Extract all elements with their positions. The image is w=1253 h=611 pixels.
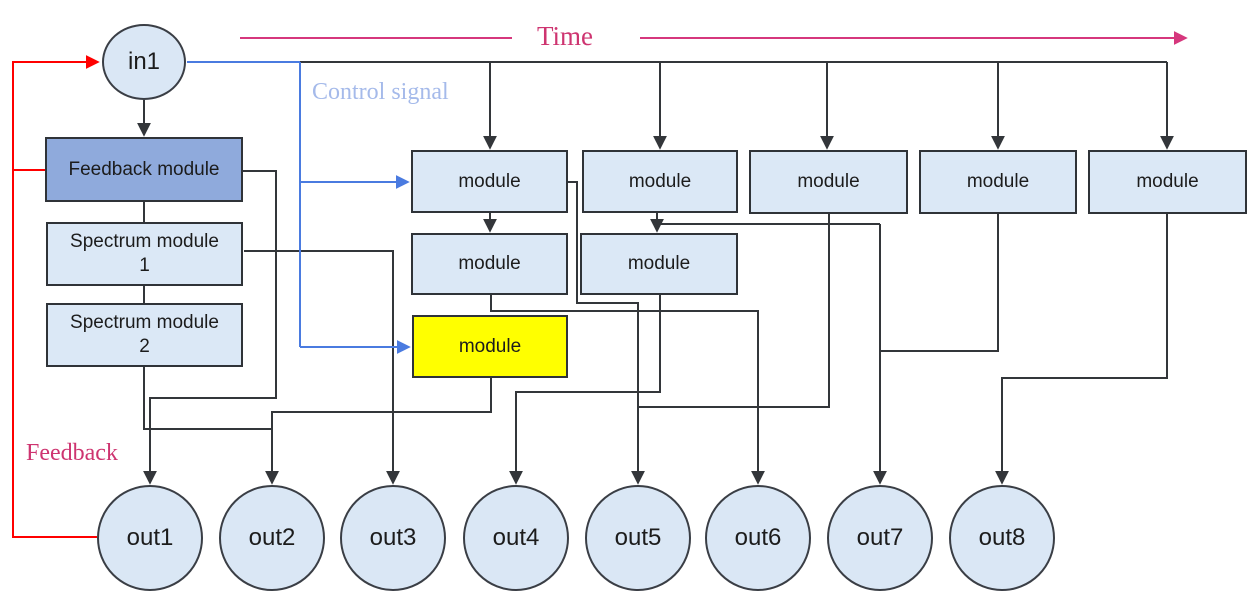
output-label: out8: [978, 524, 1026, 551]
module-label: module: [627, 253, 691, 275]
module-box-col1-row3-highlighted: module: [412, 315, 568, 378]
output-label: out6: [734, 524, 782, 551]
control-signal-label: Control signal: [312, 79, 449, 105]
output-node-out5: out5: [585, 485, 691, 591]
module-label: module: [458, 335, 522, 357]
module-box-col2-row1: module: [582, 150, 738, 213]
output-node-out8: out8: [949, 485, 1055, 591]
module-box-col1-row1: module: [411, 150, 568, 213]
module-label: module: [797, 171, 860, 193]
spectrum-module-1-box: Spectrum module 1: [46, 222, 243, 286]
feedback-module-label: Feedback module: [68, 158, 220, 180]
output-node-out7: out7: [827, 485, 933, 591]
output-label: out7: [856, 524, 904, 551]
module-box-col5: module: [1088, 150, 1247, 214]
output-label: out5: [614, 524, 662, 551]
output-label: out3: [369, 524, 417, 551]
time-axis-label: Time: [536, 21, 594, 51]
spectrum-module-1-number: 1: [139, 255, 150, 276]
output-node-out4: out4: [463, 485, 569, 591]
output-label: out1: [126, 524, 174, 551]
module-box-col3: module: [749, 150, 908, 214]
spectrum-module-2-label: Spectrum module: [70, 312, 219, 334]
output-node-out3: out3: [340, 485, 446, 591]
output-label: out4: [492, 524, 540, 551]
feedback-label: Feedback: [26, 440, 118, 466]
output-node-out2: out2: [219, 485, 325, 591]
module-label: module: [458, 253, 521, 275]
module-label: module: [458, 170, 521, 192]
module-label: module: [966, 171, 1030, 193]
spectrum-module-1-label: Spectrum module: [70, 231, 219, 253]
feedback-module-box: Feedback module: [45, 137, 243, 202]
output-node-out1: out1: [97, 485, 203, 591]
module-label: module: [1136, 171, 1199, 193]
spectrum-module-2-box: Spectrum module 2: [46, 303, 243, 367]
input-node-label: in1: [127, 48, 161, 75]
output-node-out6: out6: [705, 485, 811, 591]
output-label: out2: [248, 524, 296, 551]
module-box-col2-row2: module: [580, 233, 738, 295]
input-node-in1: in1: [102, 24, 186, 100]
module-label: module: [628, 170, 692, 192]
spectrum-module-2-number: 2: [139, 336, 150, 357]
module-box-col1-row2: module: [411, 233, 568, 295]
module-box-col4: module: [919, 150, 1077, 214]
